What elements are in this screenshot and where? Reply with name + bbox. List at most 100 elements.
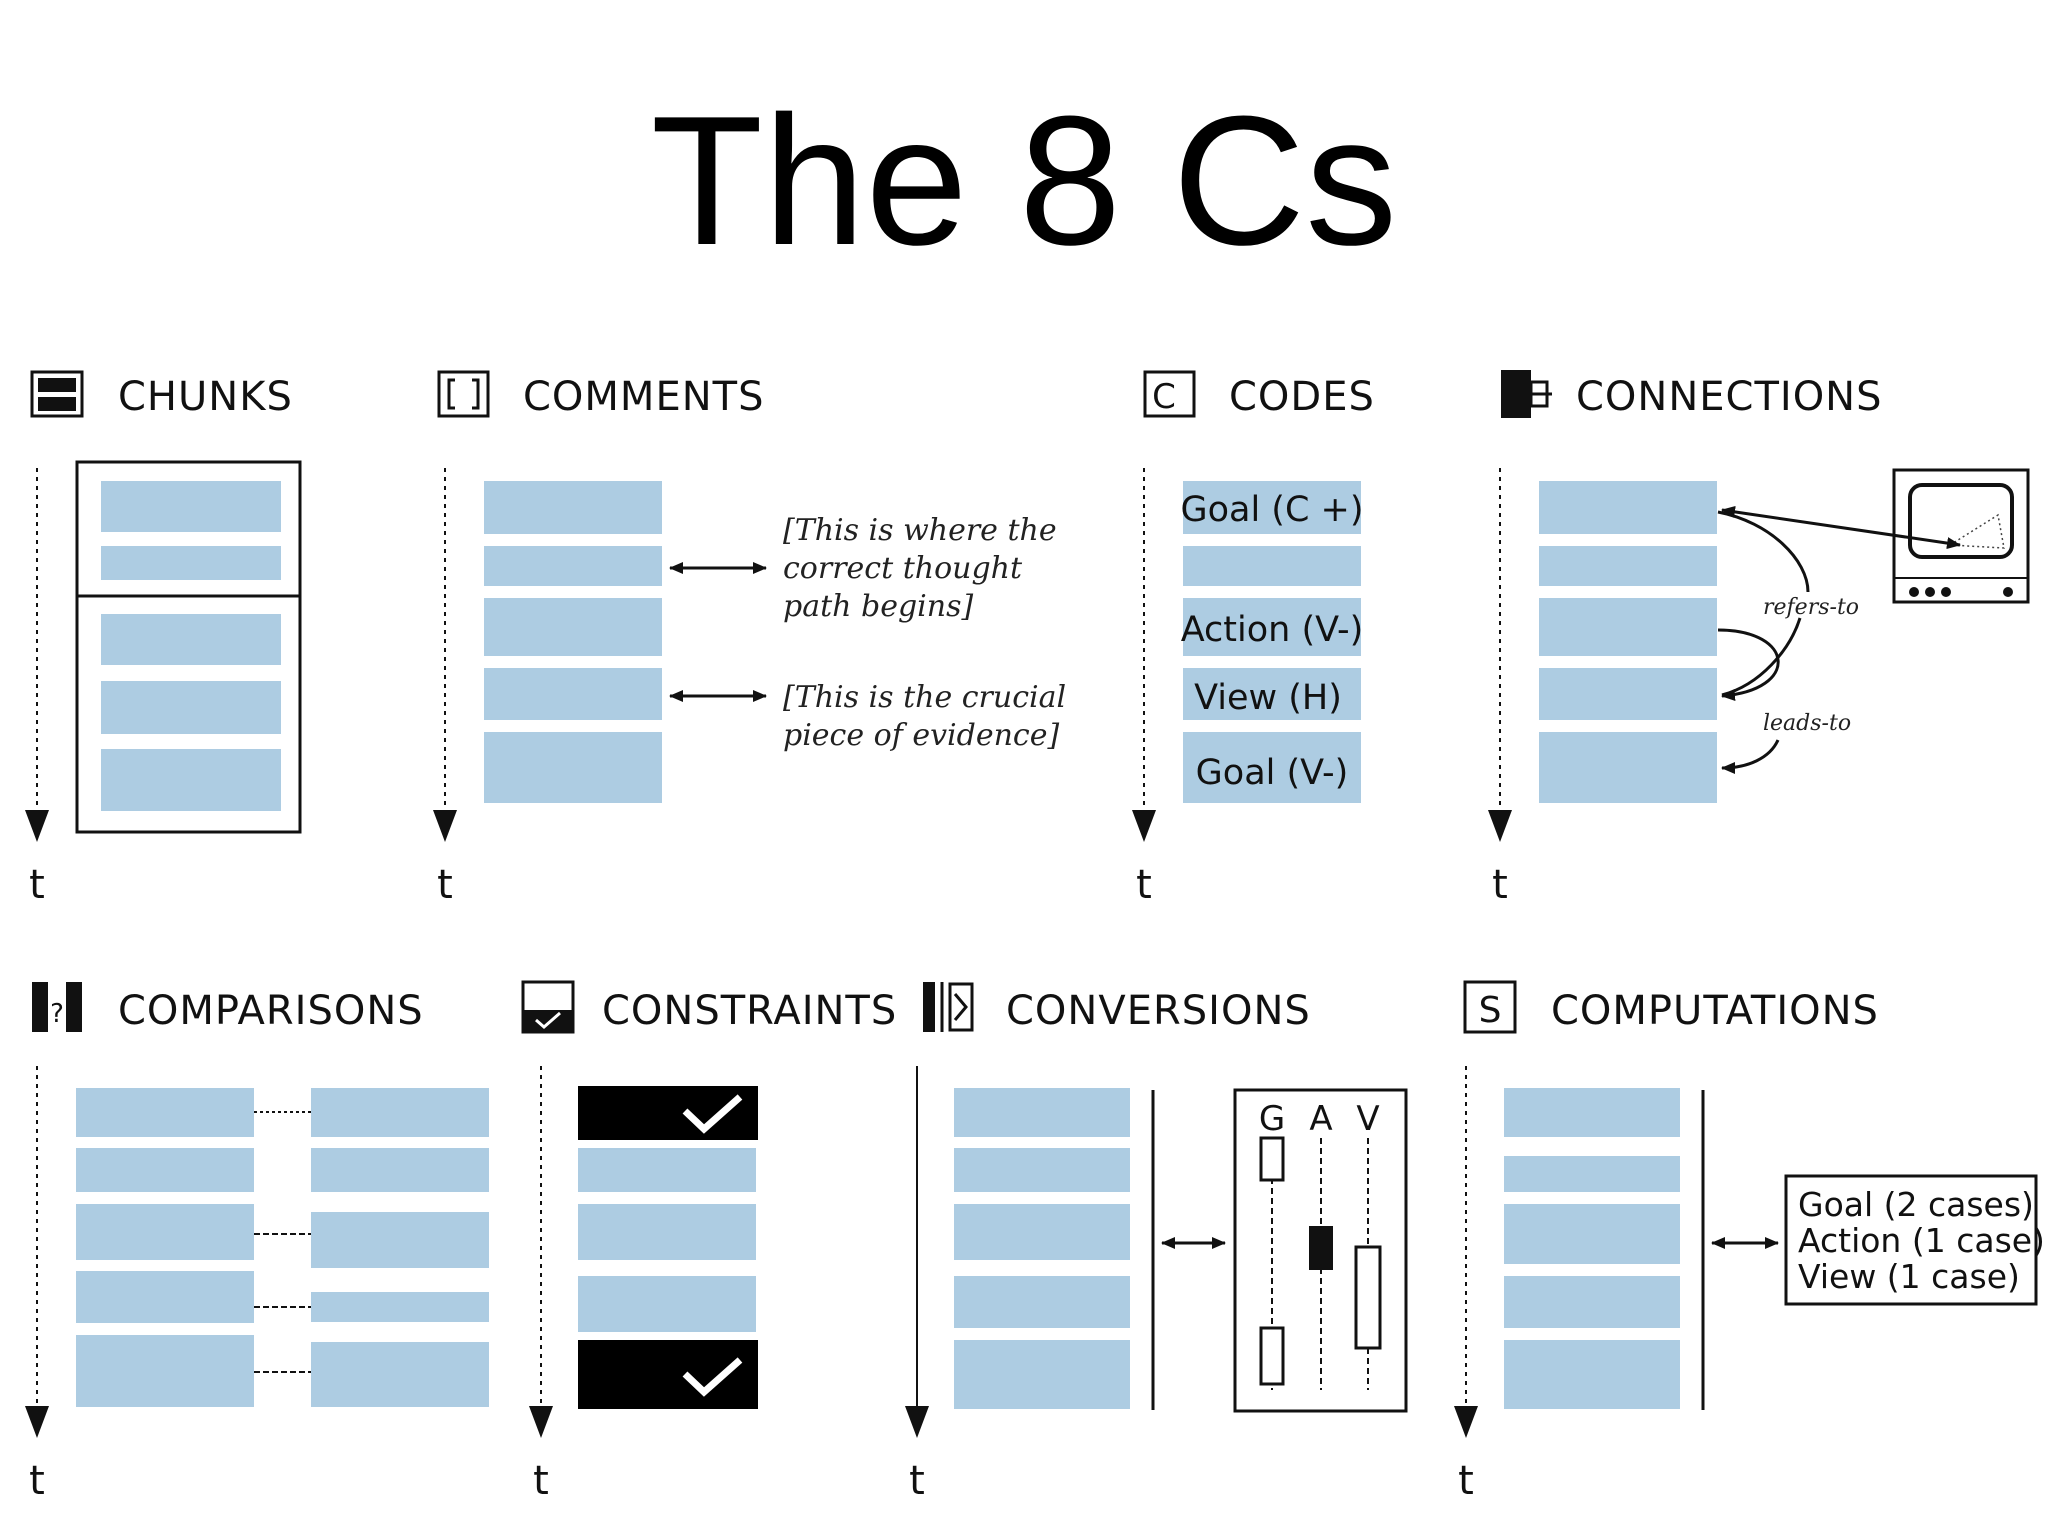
utterance-block <box>311 1342 489 1407</box>
action-marker <box>1309 1226 1333 1270</box>
chunks-icon <box>30 370 84 418</box>
comment-note-2: [This is the crucial piece of evidence] <box>783 680 1076 753</box>
conversions-icon <box>923 982 974 1032</box>
utterance-block <box>954 1088 1130 1137</box>
utterance-block <box>578 1204 756 1260</box>
utterance-block <box>76 1335 254 1407</box>
computation-line: Action (1 case) <box>1798 1221 2045 1260</box>
chunks-label: CHUNKS <box>118 374 293 420</box>
code-label: Goal (C +) <box>1180 490 1363 530</box>
utterance-block <box>484 668 662 720</box>
utterance-block <box>1504 1204 1680 1264</box>
time-axis: t <box>433 468 457 908</box>
computation-summary-box <box>1784 1174 2038 1306</box>
codes-label: CODES <box>1229 374 1375 420</box>
panel-computations: S COMPUTATIONS t Goal (2 cases) Action (… <box>1454 980 2045 1504</box>
panel-comments: COMMENTS t [This is where the correct th… <box>433 370 1076 908</box>
comment-note-1: [This is where the correct thought path … <box>783 513 1066 624</box>
time-label: t <box>1458 1458 1474 1504</box>
code-block <box>1183 668 1361 720</box>
utterance-block <box>954 1276 1130 1328</box>
utterance-block <box>1539 732 1717 803</box>
gav-column-label: G <box>1259 1099 1285 1139</box>
refers-to-arc <box>1717 510 1810 593</box>
connections-icon <box>1501 370 1552 418</box>
goal-marker <box>1259 1136 1285 1182</box>
panel-codes: C CODES t Goal (C +) Action (V-) View (H… <box>1132 370 1375 908</box>
utterance-block <box>76 1148 254 1192</box>
constraint-checked-block <box>578 1340 758 1409</box>
time-label: t <box>533 1458 549 1504</box>
utterance-block <box>1539 598 1717 656</box>
time-label: t <box>1136 862 1152 908</box>
panel-comparisons: ? COMPARISONS t <box>25 982 489 1504</box>
time-axis: t <box>529 1066 553 1504</box>
page-title: The 8 Cs <box>650 77 1398 283</box>
computations-label: COMPUTATIONS <box>1551 988 1879 1034</box>
check-icon <box>682 1357 743 1397</box>
utterance-block <box>101 749 281 811</box>
code-block <box>1183 546 1361 586</box>
time-axis: t <box>25 1066 49 1504</box>
comments-label: COMMENTS <box>523 374 764 420</box>
utterance-block <box>484 481 662 534</box>
utterance-block <box>1504 1340 1680 1409</box>
utterance-block <box>578 1148 756 1192</box>
utterance-block <box>1504 1156 1680 1192</box>
utterance-block <box>101 481 281 532</box>
time-label: t <box>1492 862 1508 908</box>
monitor-icon <box>1892 468 2030 604</box>
utterance-block <box>484 598 662 656</box>
computation-line: Goal (2 cases) <box>1798 1185 2034 1224</box>
time-axis: t <box>1132 468 1156 908</box>
comments-icon <box>437 370 490 418</box>
panel-connections: CONNECTIONS t refers-to leads-to <box>1488 370 2030 908</box>
utterance-block <box>76 1271 254 1323</box>
refers-to-arc <box>1717 628 1780 701</box>
computations-icon: S <box>1463 980 1517 1034</box>
refers-to-label: refers-to <box>1763 595 1859 620</box>
svg-text:C: C <box>1152 377 1176 417</box>
code-block <box>1183 598 1361 656</box>
utterance-block <box>101 681 281 734</box>
utterance-block <box>101 546 281 580</box>
utterance-block <box>1539 481 1717 534</box>
conversions-label: CONVERSIONS <box>1006 988 1311 1034</box>
constraints-icon <box>521 980 575 1034</box>
svg-text:S: S <box>1479 990 1502 1031</box>
code-label: View (H) <box>1194 678 1342 718</box>
leads-to-arc <box>1721 739 1780 774</box>
leads-to-label: leads-to <box>1763 711 1851 736</box>
time-label: t <box>29 1458 45 1504</box>
utterance-block <box>311 1292 489 1322</box>
time-label: t <box>909 1458 925 1504</box>
utterance-block <box>101 614 281 665</box>
codes-icon: C <box>1143 370 1196 418</box>
utterance-block <box>311 1088 489 1137</box>
time-label: t <box>29 862 45 908</box>
gav-chart: G A V <box>1233 1088 1408 1413</box>
constraint-checked-block <box>578 1086 758 1140</box>
utterance-block <box>954 1204 1130 1260</box>
gav-column-label: V <box>1356 1099 1379 1139</box>
comparisons-icon: ? <box>32 982 82 1032</box>
comparisons-label: COMPARISONS <box>118 988 424 1034</box>
utterance-block <box>578 1276 756 1332</box>
svg-text:?: ? <box>50 999 64 1029</box>
connections-label: CONNECTIONS <box>1576 374 1883 420</box>
time-label: t <box>437 862 453 908</box>
leads-to-arc <box>1721 617 1802 697</box>
view-marker <box>1354 1245 1382 1350</box>
time-axis: t <box>25 468 49 908</box>
code-label: Goal (V-) <box>1196 753 1349 793</box>
utterance-block <box>1539 546 1717 586</box>
gav-column-label: A <box>1309 1099 1332 1139</box>
goal-marker <box>1259 1326 1285 1386</box>
code-label: Action (V-) <box>1181 610 1364 650</box>
utterance-block <box>484 732 662 803</box>
utterance-block <box>1504 1276 1680 1328</box>
computation-line: View (1 case) <box>1798 1257 2020 1296</box>
time-axis: t <box>1454 1066 1478 1504</box>
utterance-block <box>311 1148 489 1192</box>
